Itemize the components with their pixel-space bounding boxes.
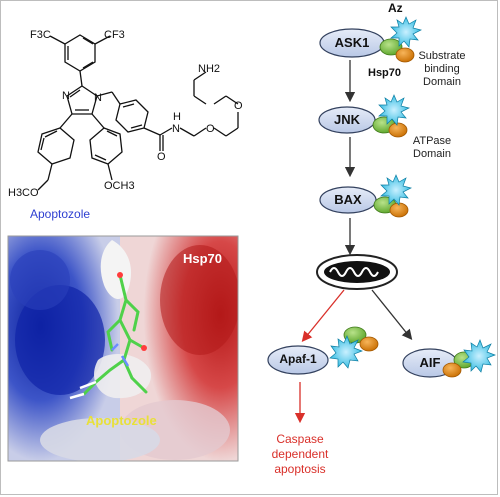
apoptozole-surface-label: Apoptozole bbox=[86, 413, 157, 428]
hsp70-complex-aif bbox=[442, 339, 496, 378]
methoxy-left-label: H3CO bbox=[8, 187, 39, 199]
ligand-nitrogens bbox=[111, 343, 130, 367]
hsp70-surface-label: Hsp70 bbox=[183, 251, 223, 266]
hsp70-label: Hsp70 bbox=[368, 67, 402, 79]
imidazole-n-upper: N bbox=[62, 90, 70, 102]
bax-label: BAX bbox=[334, 192, 362, 207]
cf3-right-label: CF3 bbox=[104, 29, 125, 41]
atpase-domain-line2: Domain bbox=[413, 148, 451, 160]
hsp70-complex-apaf1 bbox=[329, 326, 379, 369]
amide-n: N bbox=[172, 123, 180, 135]
substrate-domain-line1: Substrate bbox=[418, 50, 466, 62]
ether-o-lower: O bbox=[206, 123, 215, 135]
hsp70-complex-bax bbox=[373, 174, 413, 218]
node-apaf1 bbox=[267, 345, 329, 375]
jnk-label: JNK bbox=[333, 112, 360, 127]
atpase-domain-line1: ATPase bbox=[412, 135, 452, 147]
outcome-line1: Caspase bbox=[276, 432, 324, 446]
cf3-left-label: F3C bbox=[30, 29, 51, 41]
outcome-line2: dependent bbox=[271, 447, 329, 461]
imidazole-n-lower: N bbox=[94, 92, 102, 104]
amine-label: NH2 bbox=[198, 63, 221, 75]
aif-label: AIF bbox=[419, 355, 441, 370]
outcome-line3: apoptosis bbox=[274, 462, 326, 476]
methoxy-right-label: OCH3 bbox=[104, 180, 135, 192]
carbonyl-o: O bbox=[157, 151, 166, 163]
ether-o-upper: O bbox=[234, 100, 243, 112]
hsp70-complex-ask1 bbox=[379, 16, 423, 63]
az-label: Az bbox=[388, 1, 403, 15]
compound-name: Apoptozole bbox=[30, 207, 91, 221]
substrate-domain-line3: Domain bbox=[423, 76, 461, 88]
ask1-label: ASK1 bbox=[334, 35, 370, 50]
az-star bbox=[390, 16, 423, 48]
hsp70-complex-jnk bbox=[372, 94, 411, 138]
arrow-mito-aif bbox=[371, 289, 413, 341]
apaf1-label: Apaf-1 bbox=[279, 352, 317, 366]
arrow-mito-apaf1 bbox=[301, 289, 345, 343]
amide-h: H bbox=[173, 111, 181, 123]
mitochondrion bbox=[316, 254, 398, 290]
imidazole-ring bbox=[66, 85, 98, 115]
substrate-domain-line2: binding bbox=[424, 63, 460, 75]
